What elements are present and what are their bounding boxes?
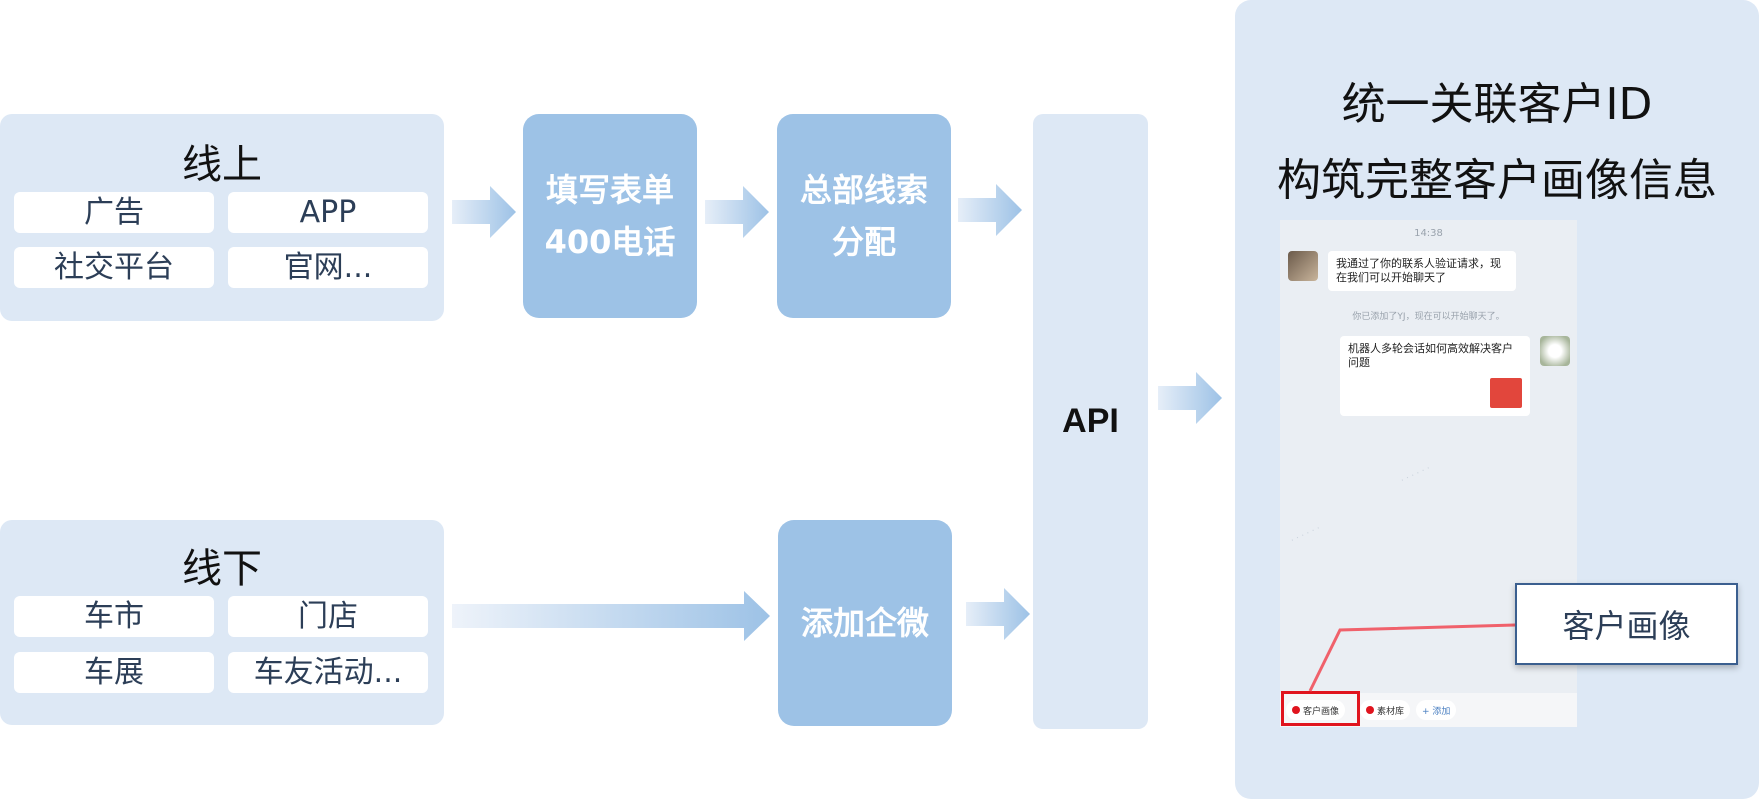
toolbar-item-profile[interactable]: 客户画像	[1286, 700, 1346, 720]
chat-message-incoming: 我通过了你的联系人验证请求，现在我们可以开始聊天了	[1328, 251, 1516, 291]
channel-chip: 门店	[228, 596, 428, 637]
highlight-box	[1281, 691, 1360, 726]
toolbar-item-add[interactable]: + 添加	[1416, 700, 1457, 720]
toolbar-label: + 添加	[1422, 706, 1451, 717]
arrow-icon	[452, 186, 516, 238]
chat-toolbar: 客户画像 素材库 + 添加	[1280, 693, 1577, 727]
long-arrow-icon	[452, 591, 770, 641]
toolbar-label: 素材库	[1377, 706, 1405, 717]
step-wecom-box: 添加企微	[778, 520, 952, 726]
channel-chip: APP	[228, 192, 428, 233]
step-wecom-line1: 添加企微	[800, 604, 929, 642]
profile-icon	[1292, 706, 1300, 714]
card-thumbnail	[1490, 378, 1522, 408]
step-hq-line2: 分配	[831, 223, 896, 261]
toolbar-item-materials[interactable]: 素材库	[1360, 700, 1411, 720]
toolbar-label: 客户画像	[1303, 706, 1340, 717]
arrow-icon	[958, 184, 1022, 236]
contact-avatar	[1288, 251, 1318, 281]
materials-icon	[1366, 706, 1374, 714]
api-bar: API	[1033, 114, 1148, 729]
result-title-line1: 统一关联客户ID	[1341, 79, 1653, 130]
arrow-icon	[966, 588, 1030, 640]
offline-title: 线下	[182, 546, 262, 592]
channel-chip: 车友活动...	[228, 652, 428, 693]
card-title: 机器人多轮会话如何高效解决客户问题	[1348, 342, 1513, 369]
chat-message-card: 机器人多轮会话如何高效解决客户问题	[1340, 336, 1530, 416]
chat-system-notice: 你已添加了YJ，现在可以开始聊天了。	[1352, 312, 1505, 322]
channel-chip: 官网...	[228, 247, 428, 288]
arrow-icon	[705, 186, 769, 238]
result-title-line2: 构筑完整客户画像信息	[1277, 155, 1717, 206]
offline-panel: 线下 车市 门店 车展 车友活动...	[0, 520, 444, 725]
step-hq-line1: 总部线索	[799, 171, 928, 209]
step-form-line2: 400电话	[544, 223, 676, 261]
api-label: API	[1062, 402, 1119, 440]
online-title: 线上	[182, 142, 262, 188]
online-panel: 线上 广告 APP 社交平台 官网...	[0, 114, 444, 321]
step-form-box: 填写表单 400电话	[523, 114, 697, 318]
profile-callout: 客户画像	[1515, 583, 1738, 665]
step-form-line1: 填写表单	[545, 171, 674, 209]
channel-chip: 广告	[14, 192, 214, 233]
chat-time: 14:38	[1414, 228, 1443, 239]
step-hq-box: 总部线索 分配	[777, 114, 951, 318]
my-avatar	[1540, 336, 1570, 366]
arrow-icon	[1158, 372, 1222, 424]
connector-line	[1308, 623, 1516, 692]
result-panel: 统一关联客户ID 构筑完整客户画像信息 14:38 我通过了你的联系人验证请求，…	[1235, 0, 1759, 799]
channel-chip: 车市	[14, 596, 214, 637]
channel-chip: 车展	[14, 652, 214, 693]
channel-chip: 社交平台	[14, 247, 214, 288]
